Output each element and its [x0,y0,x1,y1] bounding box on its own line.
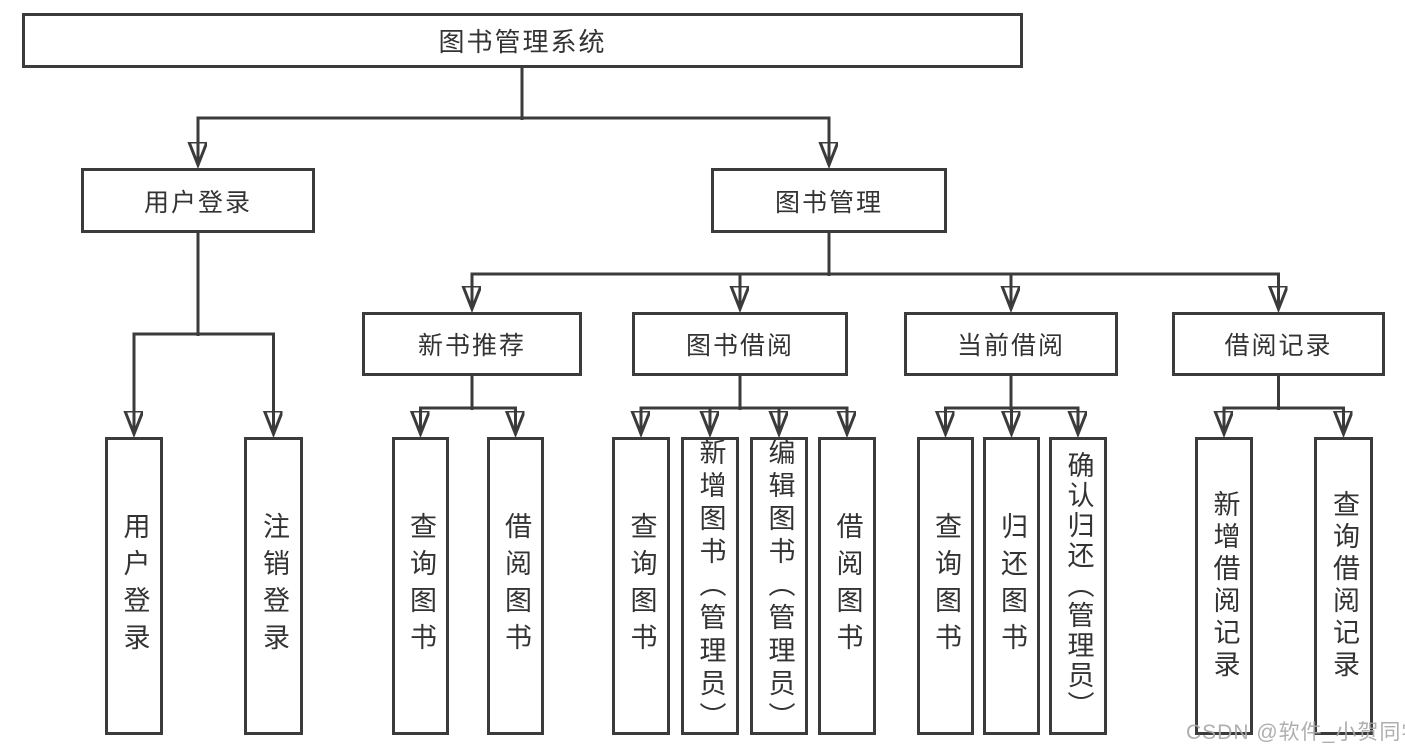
leaf-borrow-books-1: 借阅图书 [487,437,544,735]
leaf-query-borrow-record: 查询借阅记录 [1314,437,1373,735]
leaf-label: 查询图书 [931,512,961,660]
leaf-query-books-2: 查询图书 [612,437,670,735]
connector-book-management-branch [472,233,1279,309]
leaf-edit-books-admin: 编辑图书（管理员） [750,437,808,735]
leaf-borrow-books-2: 借阅图书 [818,437,876,735]
connector-current-borrow-leaves [946,376,1079,434]
leaf-label: 用户登录 [119,512,150,660]
leaf-user-login: 用户登录 [105,437,163,735]
leaf-add-books-admin: 新增图书（管理员） [681,437,739,735]
leaf-label: 查询图书 [406,512,436,660]
connector-root-to-level2 [198,68,829,165]
node-label: 用户登录 [143,188,252,217]
node-library-management-system: 图书管理系统 [22,13,1023,68]
node-label: 图书管理系统 [438,27,607,57]
leaf-label: 查询图书 [626,512,657,660]
node-book-management: 图书管理 [711,168,947,233]
leaf-label: 新增借阅记录 [1209,490,1240,682]
node-borrow-records: 借阅记录 [1172,312,1385,376]
node-label: 借阅记录 [1224,332,1333,360]
leaf-label: 查询借阅记录 [1329,490,1359,682]
connector-borrow-records-leaves [1224,376,1344,434]
connector-user-login-branch [134,233,274,434]
node-new-book-recommend: 新书推荐 [362,312,582,376]
node-label: 图书管理 [774,188,883,217]
csdn-watermark: CSDN @软件_小贺同学 [1186,721,1405,744]
connector-book-borrow-leaves [641,376,847,434]
leaf-label: 新增图书（管理员） [695,437,726,735]
leaf-return-books: 归还图书 [983,437,1040,735]
leaf-label: 借阅图书 [501,512,531,660]
leaf-query-books-1: 查询图书 [392,437,449,735]
node-user-login-branch: 用户登录 [81,168,315,233]
node-current-borrow: 当前借阅 [904,312,1118,376]
connector-new-books-leaves [421,376,516,434]
leaf-label: 注销登录 [259,512,289,660]
leaf-confirm-return-admin: 确认归还（管理员） [1049,437,1107,735]
leaf-label: 归还图书 [997,512,1027,660]
leaf-label: 确认归还（管理员） [1063,451,1094,721]
leaf-logout: 注销登录 [244,437,303,735]
leaf-add-borrow-record: 新增借阅记录 [1195,437,1253,735]
node-label: 当前借阅 [956,332,1065,360]
leaf-label: 编辑图书（管理员） [764,437,795,735]
node-book-borrow: 图书借阅 [632,312,848,376]
leaf-label: 借阅图书 [832,512,863,660]
node-label: 图书借阅 [685,332,794,360]
node-label: 新书推荐 [417,332,526,360]
leaf-query-books-3: 查询图书 [917,437,974,735]
